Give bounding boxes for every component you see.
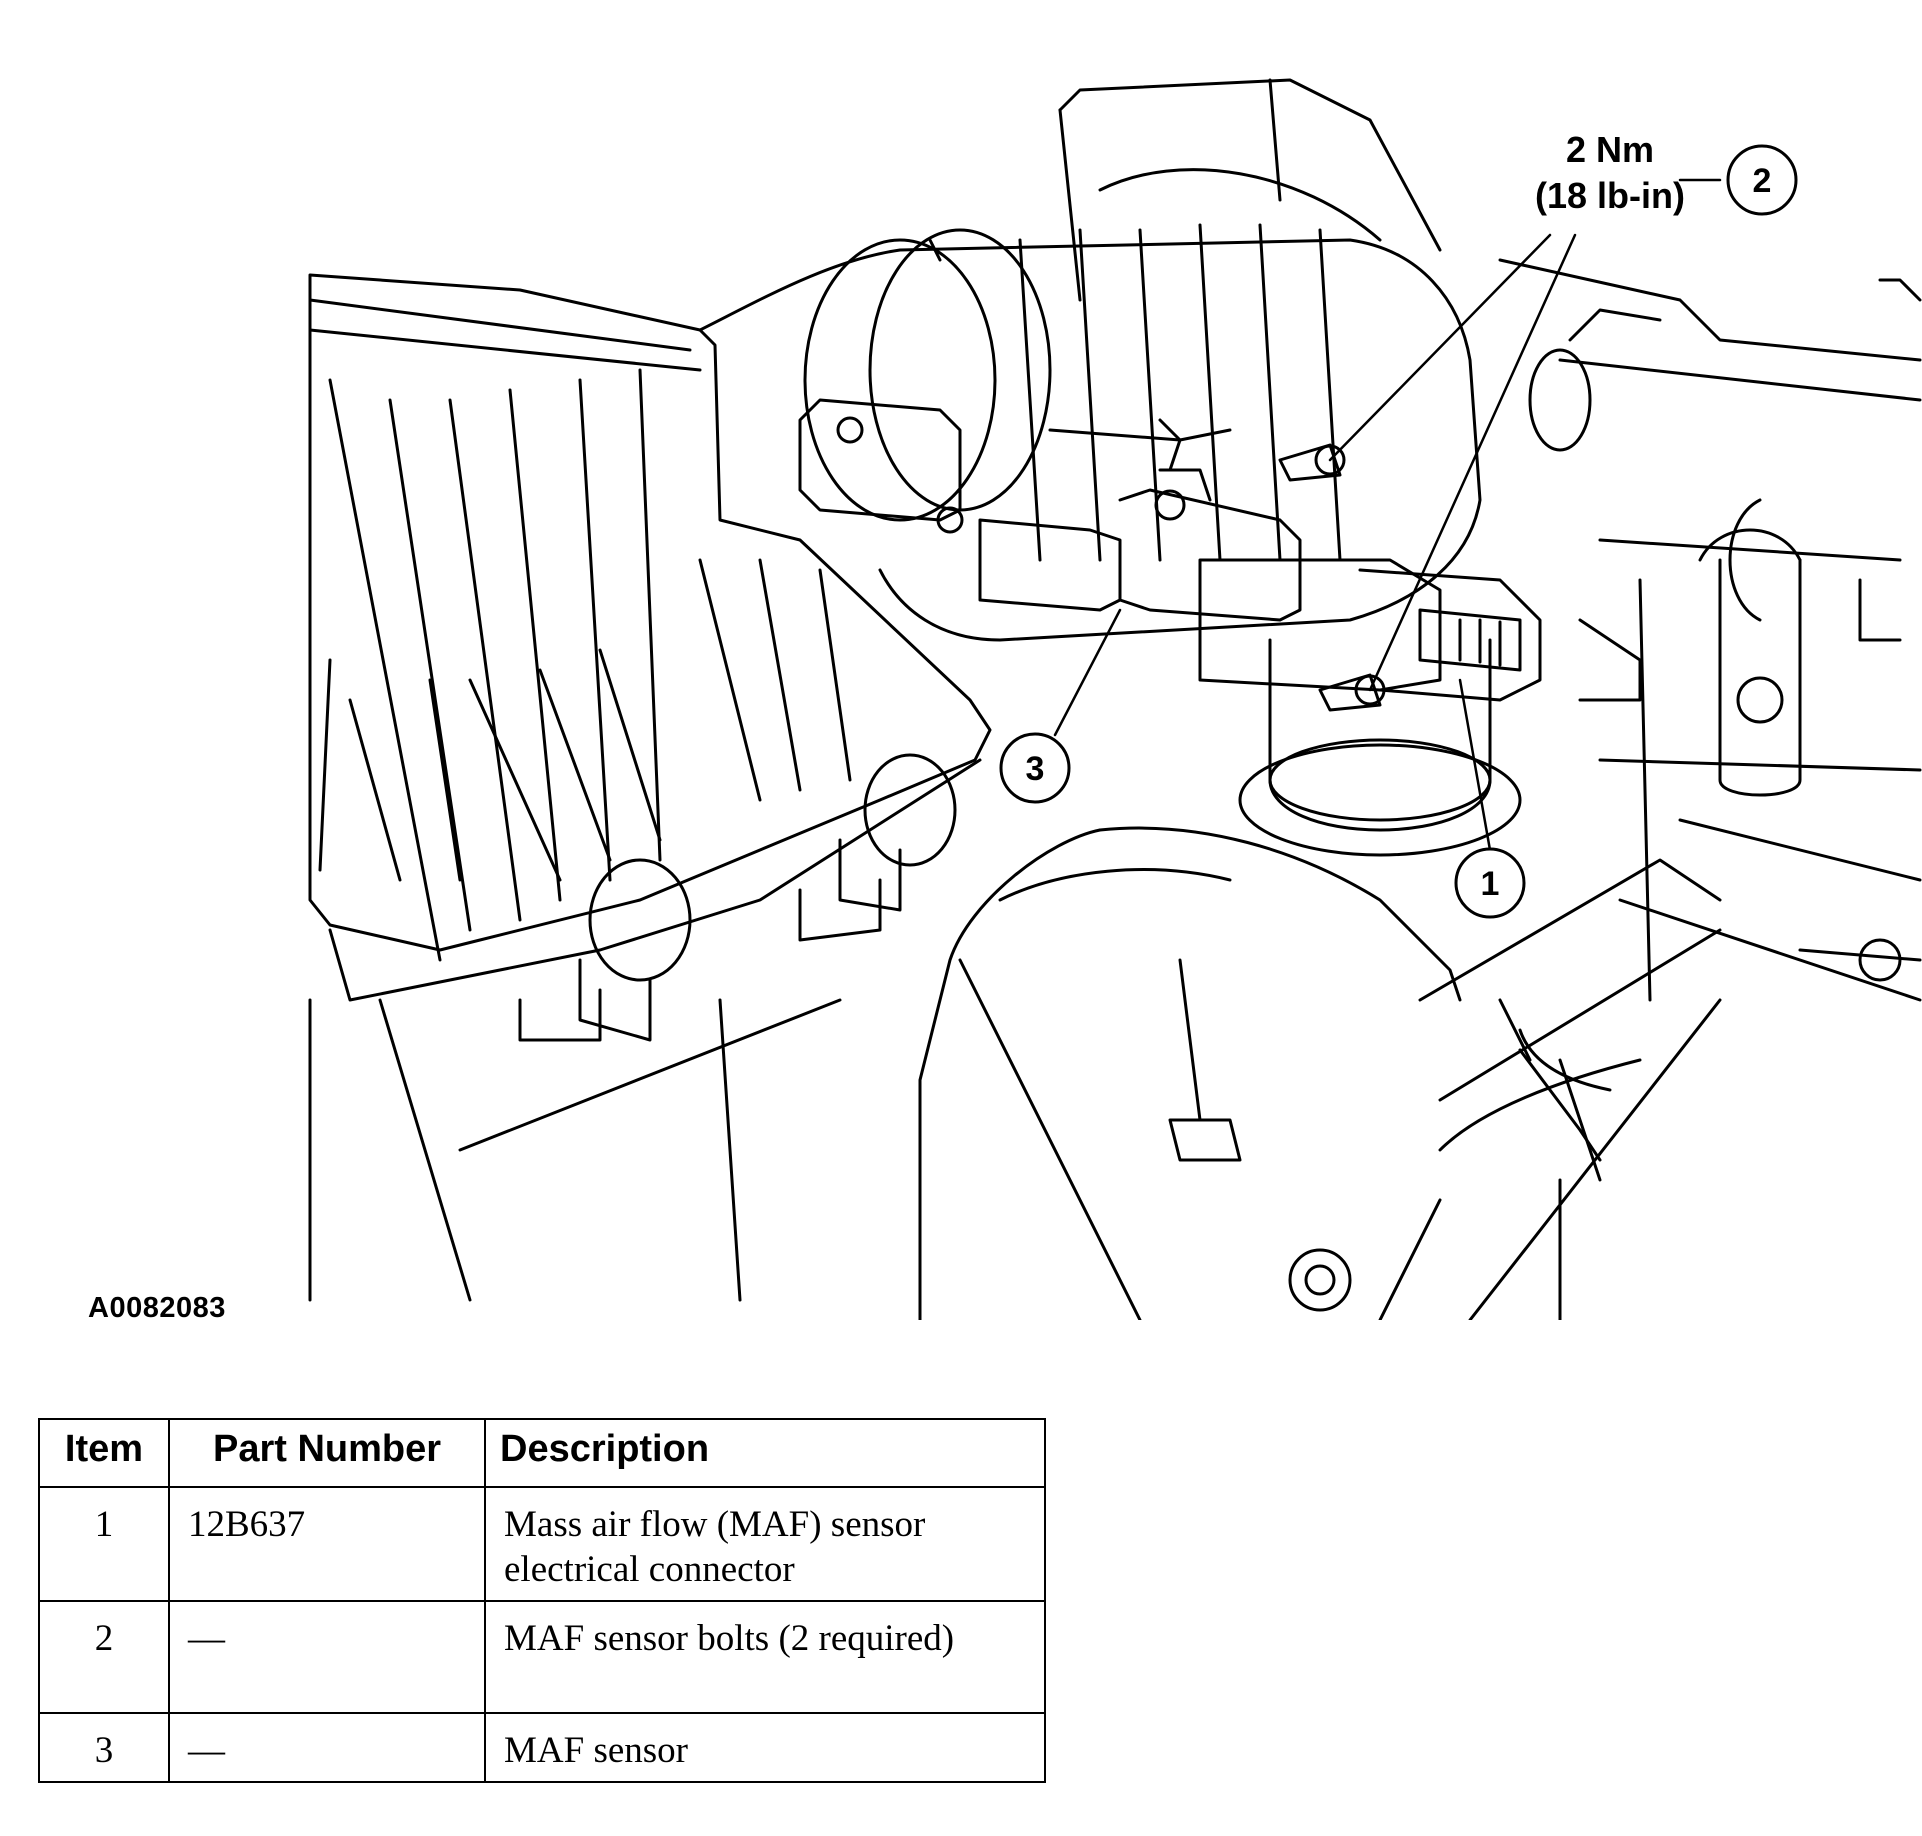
row-description: Mass air flow (MAF) sensor electrical co… [484, 1486, 1046, 1602]
maf-sensor-bolts [1048, 418, 1386, 712]
engine-illustration: 1 2 3 2 Nm (18 lb-in) [308, 78, 1922, 1320]
table-row: 2 — MAF sensor bolts (2 required) [38, 1600, 1046, 1714]
header-item: Item [38, 1418, 170, 1488]
intake-manifold [918, 826, 1722, 1320]
maf-sensor [798, 398, 1302, 622]
callout-2: 2 [1726, 144, 1798, 216]
row-description: MAF sensor [484, 1712, 1046, 1783]
maf-electrical-connector [1198, 558, 1542, 702]
throttle-body [1238, 638, 1522, 857]
torque-spec-nm: 2 Nm [1566, 129, 1654, 170]
header-part-number: Part Number [168, 1418, 486, 1488]
air-cleaner-housing [308, 273, 992, 1302]
callout-2-number: 2 [1753, 162, 1772, 200]
row-item: 1 [38, 1486, 170, 1602]
callout-1: 1 [1454, 847, 1526, 919]
row-part-number: — [168, 1712, 486, 1783]
callout-3: 3 [999, 732, 1071, 804]
leader-lines [1053, 178, 1722, 852]
housing-clips [578, 753, 957, 1042]
row-part-number: 12B637 [168, 1486, 486, 1602]
figure-id: A0082083 [88, 1292, 226, 1324]
intake-tube [698, 78, 1482, 642]
row-item: 2 [38, 1600, 170, 1714]
table-header-row: Item Part Number Description [38, 1418, 1046, 1488]
row-item: 3 [38, 1712, 170, 1783]
callout-3-number: 3 [1026, 750, 1045, 788]
row-description: MAF sensor bolts (2 required) [484, 1600, 1046, 1714]
torque-spec-lbin: (18 lb-in) [1535, 175, 1685, 216]
table-row: 3 — MAF sensor [38, 1712, 1046, 1783]
row-part-number: — [168, 1600, 486, 1714]
callout-1-number: 1 [1481, 865, 1500, 903]
engine-components-right [1498, 258, 1922, 1320]
parts-table: Item Part Number Description 1 12B637 Ma… [38, 1418, 1046, 1783]
table-row: 1 12B637 Mass air flow (MAF) sensor elec… [38, 1486, 1046, 1602]
engine-line-drawing: 1 2 3 2 Nm (18 lb-in) [308, 78, 1922, 1320]
header-description: Description [484, 1418, 1046, 1488]
